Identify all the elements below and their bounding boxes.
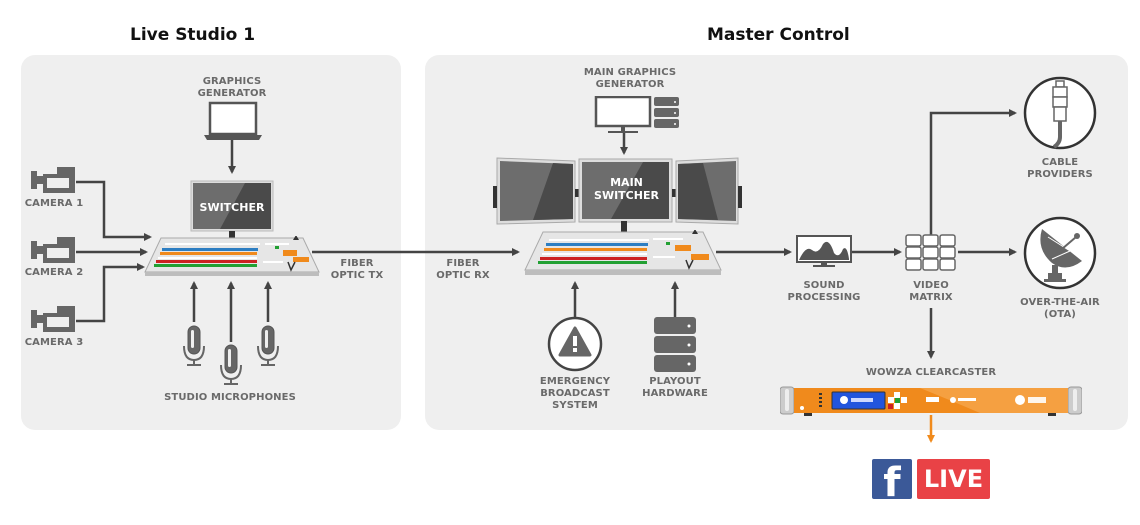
satellite-dish-icon <box>1023 216 1097 290</box>
studio-microphones-label: STUDIO MICROPHONES <box>164 392 296 403</box>
main-console-buttons <box>538 230 709 270</box>
fiber-optic-rx-label: FIBER OPTIC RX <box>436 258 490 281</box>
emergency-warning-icon <box>547 316 603 372</box>
graphics-server-icon <box>654 97 679 128</box>
graphics-generator-label: GRAPHICS GENERATOR <box>197 76 267 99</box>
ota-label: OVER-THE-AIR (OTA) <box>1020 297 1100 320</box>
camera-1-icon <box>31 167 75 193</box>
fiber-optic-tx-label: FIBER OPTIC TX <box>330 258 384 281</box>
playout-hardware-label: PLAYOUT HARDWARE <box>642 376 708 399</box>
facebook-logo[interactable]: f <box>872 459 912 503</box>
camera-2-icon <box>31 237 75 263</box>
video-matrix-icon <box>905 234 956 271</box>
camera-1-label: CAMERA 1 <box>24 198 84 209</box>
main-switcher-label: MAIN SWITCHER <box>594 176 659 202</box>
switcher-monitor-icon <box>190 180 274 232</box>
sound-processing-label: SOUND PROCESSING <box>787 280 861 303</box>
camera-2-label: CAMERA 2 <box>24 267 84 278</box>
live-badge[interactable]: LIVE <box>917 459 990 499</box>
cable-connector-icon <box>1023 76 1097 150</box>
facebook-f-icon: f <box>883 460 901 506</box>
playout-server-icon <box>654 317 696 372</box>
microphone-3-icon <box>257 325 279 366</box>
wire-camera3 <box>76 263 145 323</box>
laptop-icon <box>204 101 262 140</box>
microphone-2-icon <box>220 344 242 385</box>
live-studio-title: Live Studio 1 <box>130 25 256 45</box>
switcher-label: SWITCHER <box>199 201 265 214</box>
main-graphics-generator-label: MAIN GRAPHICS GENERATOR <box>583 67 677 90</box>
desktop-monitor-icon <box>594 96 652 133</box>
sound-processing-icon <box>796 235 852 267</box>
main-switcher-console <box>524 230 722 275</box>
master-control-title: Master Control <box>707 25 850 45</box>
switcher-monitor-stand <box>229 231 235 239</box>
main-switcher-monitors <box>493 157 742 225</box>
console-buttons <box>154 236 309 272</box>
camera-3-label: CAMERA 3 <box>24 337 84 348</box>
wire-camera1 <box>76 180 152 241</box>
clearcaster-label: WOWZA CLEARCASTER <box>865 367 997 378</box>
cable-providers-label: CABLE PROVIDERS <box>1027 157 1093 180</box>
main-switcher-stand <box>621 221 627 233</box>
emergency-broadcast-label: EMERGENCY BROADCAST SYSTEM <box>539 376 611 411</box>
wire-matrix-to-cable <box>929 109 1017 235</box>
studio-switcher-console <box>144 236 320 276</box>
video-matrix-label: VIDEO MATRIX <box>909 280 953 303</box>
microphone-1-icon <box>183 325 205 366</box>
camera-3-icon <box>31 306 75 332</box>
wowza-clearcaster-device[interactable] <box>780 385 1082 417</box>
